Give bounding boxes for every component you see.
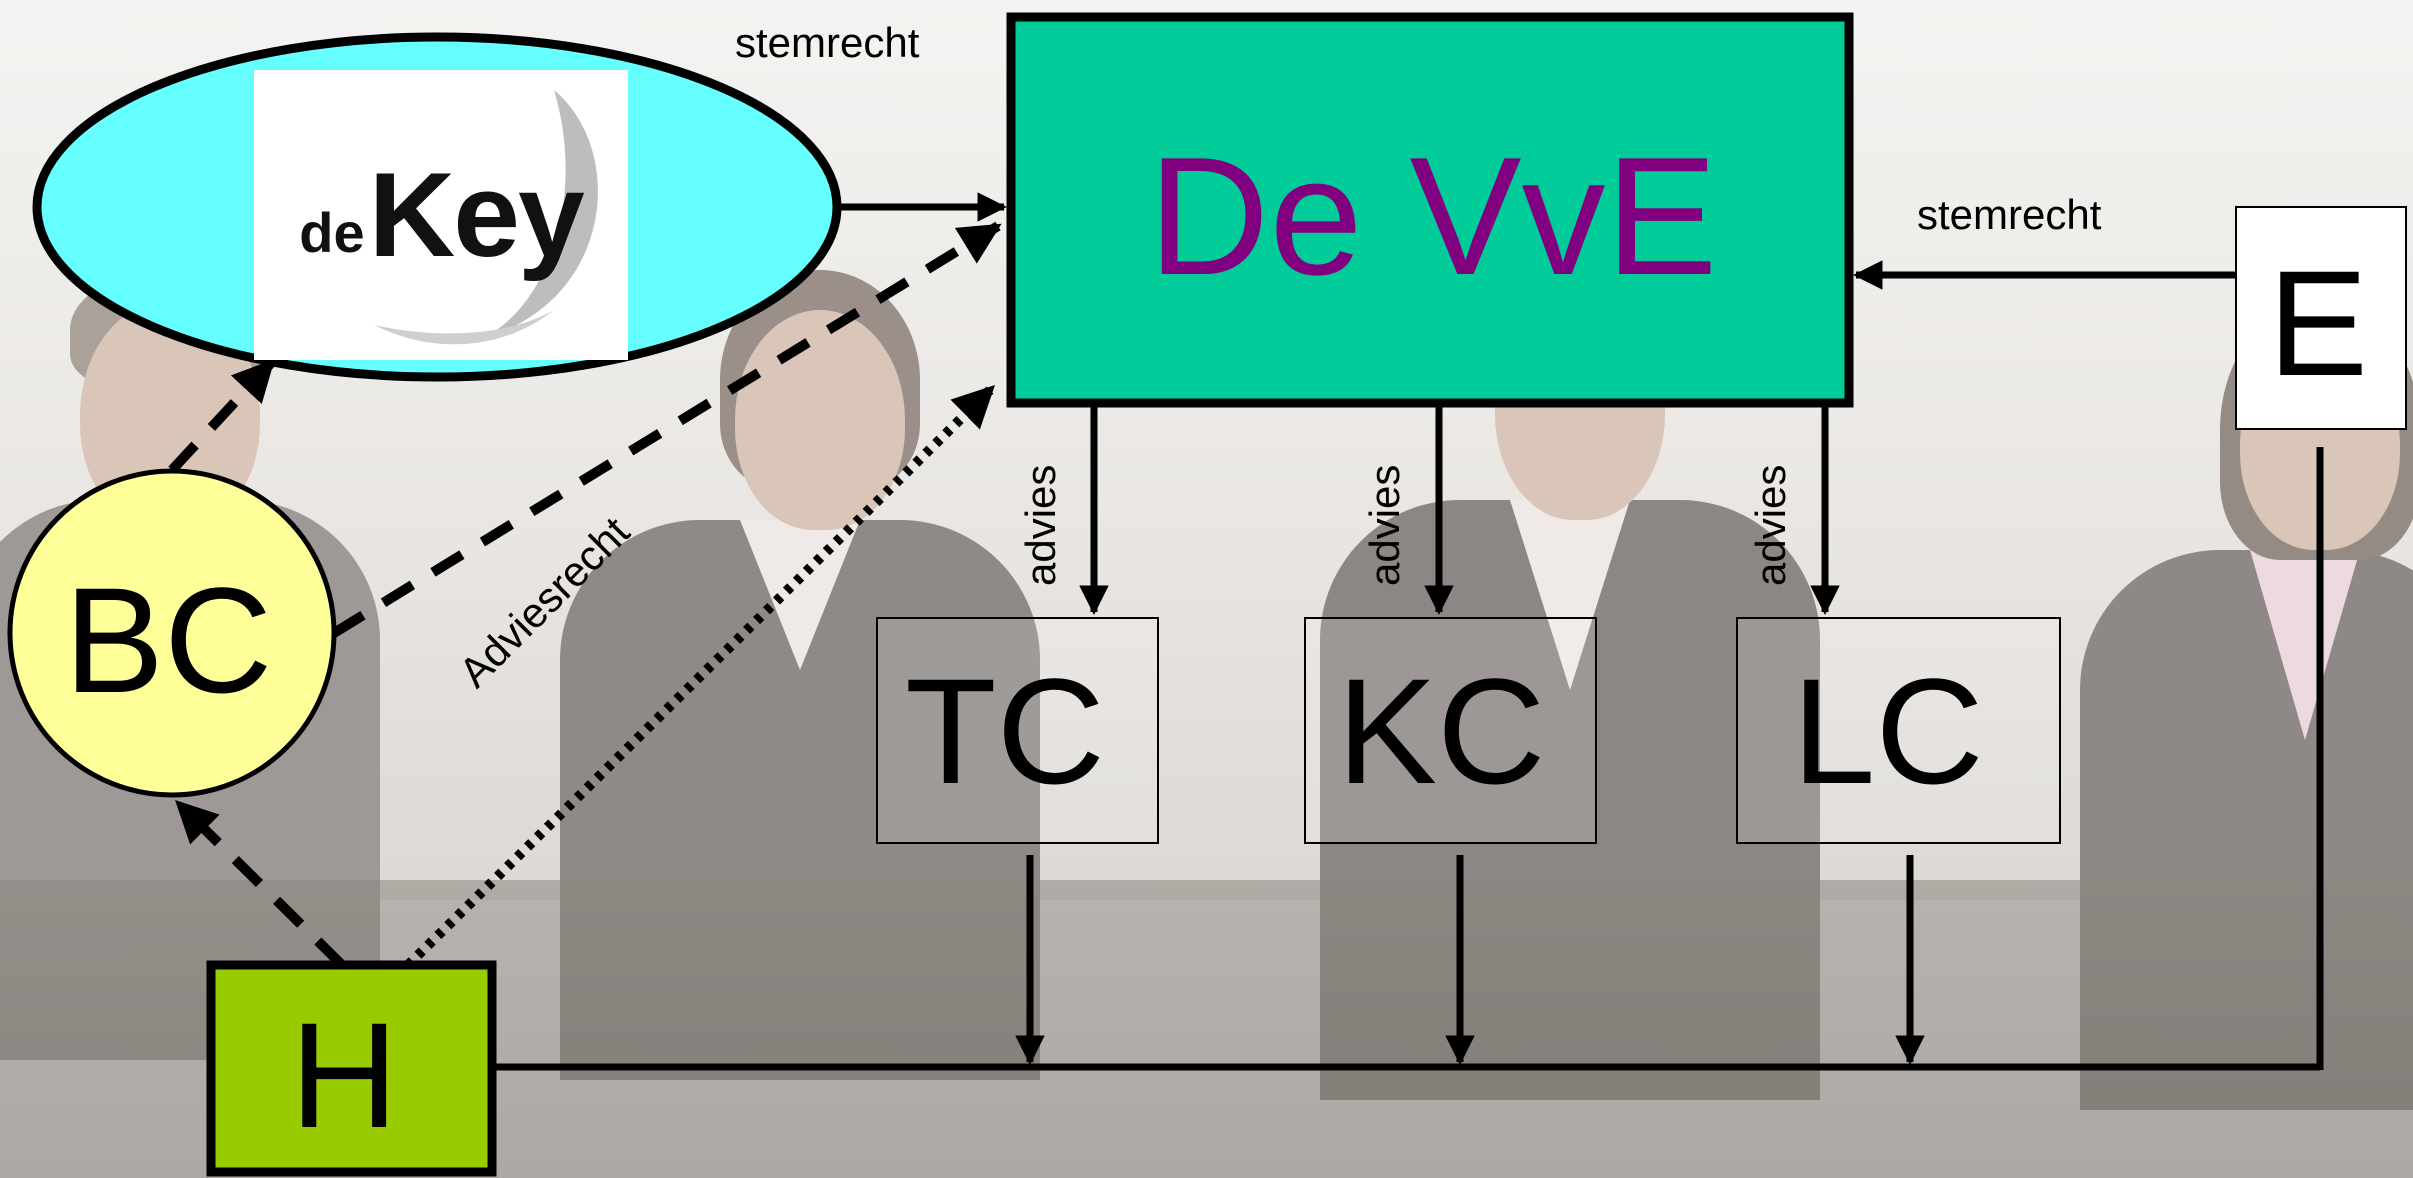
advies-label-3: advies (1747, 464, 1794, 586)
lc-box (1736, 617, 2061, 844)
dashed-h-bc (174, 799, 346, 969)
h-box (206, 960, 497, 1177)
stemrecht-right-label: stemrecht (1917, 191, 2102, 238)
advies-label-2: advies (1361, 464, 1408, 586)
tc-label: TC (905, 647, 1105, 815)
stemrecht-left-label: stemrecht (735, 19, 920, 66)
logo-name: Key (368, 148, 585, 282)
vve-box (1006, 12, 1854, 408)
tc-box (876, 617, 1159, 844)
e-box (2235, 206, 2407, 430)
logo-prefix: de (299, 200, 365, 264)
dashed-bc-vve (331, 221, 1002, 638)
vve-label: De VvE (1148, 122, 1718, 310)
kc-box (1304, 617, 1597, 844)
dotted-h-vve (404, 384, 996, 969)
bc-label: BC (64, 556, 273, 724)
lc-label: LC (1792, 647, 1984, 815)
advies-label-1: advies (1017, 464, 1064, 586)
e-label: E (2268, 239, 2369, 407)
dashed-bc-dekey (168, 358, 276, 474)
h-label: H (290, 991, 399, 1159)
kc-label: KC (1337, 647, 1546, 815)
dekey-logo: de Key (254, 70, 628, 360)
